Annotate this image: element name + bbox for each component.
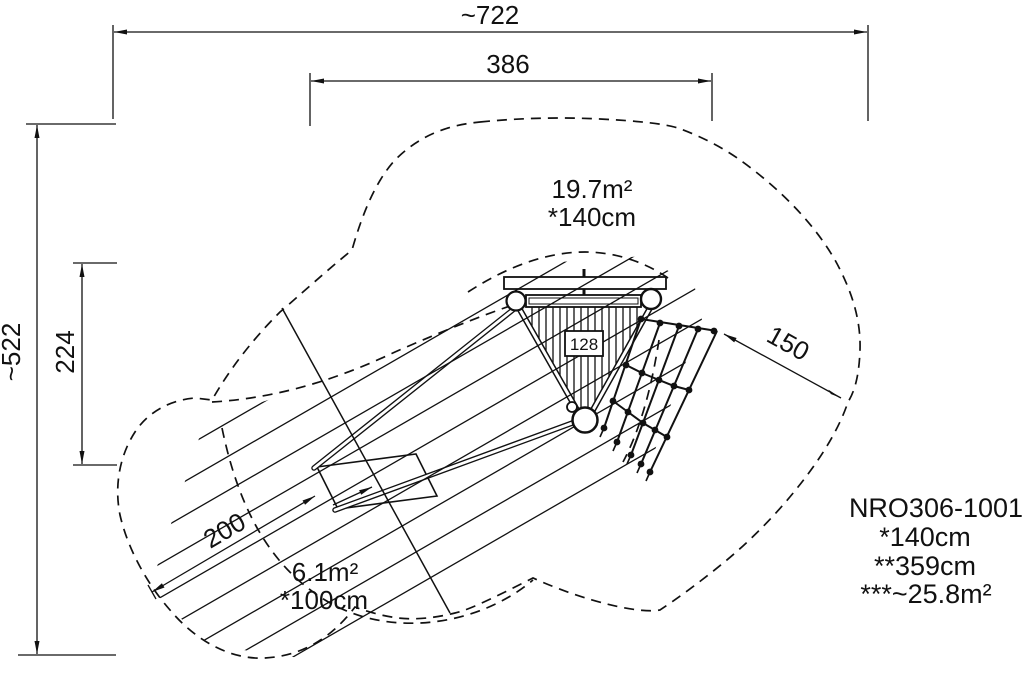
net-knots — [600, 315, 718, 476]
tower-top-beam — [503, 276, 667, 290]
dimension-labels: ~722 386 ~522 224 150 200 — [0, 0, 815, 554]
dimension-lines — [18, 25, 869, 656]
slide — [311, 302, 589, 513]
dim-slide-runout-line — [151, 495, 316, 593]
slide-zone-height-label: *100cm — [280, 585, 368, 615]
tower-post-bottom-small — [566, 401, 578, 413]
net-rope-outer — [649, 330, 718, 473]
safety-zone-outer-path — [116, 117, 861, 659]
impact-area-divider-line — [281, 307, 451, 614]
dim-overall-width-label: ~722 — [461, 0, 520, 30]
info-line-2: *140cm — [879, 522, 971, 552]
zone-annotations: 19.7m² *140cm 6.1m² *100cm — [280, 174, 636, 615]
slide-rail-lower-core — [333, 416, 588, 512]
dim-zone-depth-label: 224 — [50, 330, 80, 373]
tower-left-edge-core — [517, 306, 583, 419]
dim-slide-runout-label: 200 — [198, 506, 251, 554]
safety-zone-outline — [116, 117, 861, 659]
info-line-4: ***~25.8m² — [860, 579, 991, 609]
tower-right-edge-core — [587, 306, 652, 419]
tower-post-bottom — [571, 406, 599, 434]
slide-rail-upper-core — [312, 303, 521, 470]
safety-zone-inner-arc-a — [211, 295, 541, 403]
tower-second-beam-inner — [528, 297, 639, 305]
net-rope-1 — [603, 318, 642, 429]
climbing-net — [599, 315, 718, 482]
dimension-arrowheads — [34, 29, 867, 654]
dim-overall-depth-label: ~522 — [0, 323, 26, 382]
safety-zone-inner-arc-d — [467, 251, 669, 293]
impact-area-hatch — [150, 256, 702, 658]
tower-post-right — [639, 287, 663, 311]
safety-zone-inner-arc-b — [221, 427, 534, 624]
equipment-plate-number: 128 — [570, 335, 598, 354]
product-code: NRO306-1001 — [849, 493, 1023, 523]
main-zone-area-label: 19.7m² — [552, 174, 633, 204]
info-block: NRO306-1001 *140cm **359cm ***~25.8m² — [849, 493, 1023, 609]
net-rope-3 — [630, 325, 680, 456]
info-line-3: **359cm — [874, 551, 976, 581]
slide-zone-area-label: 6.1m² — [292, 557, 359, 587]
tower-structure — [503, 269, 667, 420]
slide-end-section — [315, 453, 439, 510]
tower-posts — [505, 287, 663, 434]
main-zone-height-label: *140cm — [548, 202, 636, 232]
net-rope-2 — [616, 322, 661, 443]
net-rope-4 — [640, 328, 699, 465]
equipment-plate: 128 — [564, 330, 604, 357]
net-rope-tails — [599, 427, 651, 482]
dim-structure-width-label: 386 — [486, 49, 529, 79]
dim-net-clearance-line — [723, 333, 842, 399]
tower-post-left — [505, 290, 527, 312]
equipment-plate-box — [564, 330, 604, 357]
